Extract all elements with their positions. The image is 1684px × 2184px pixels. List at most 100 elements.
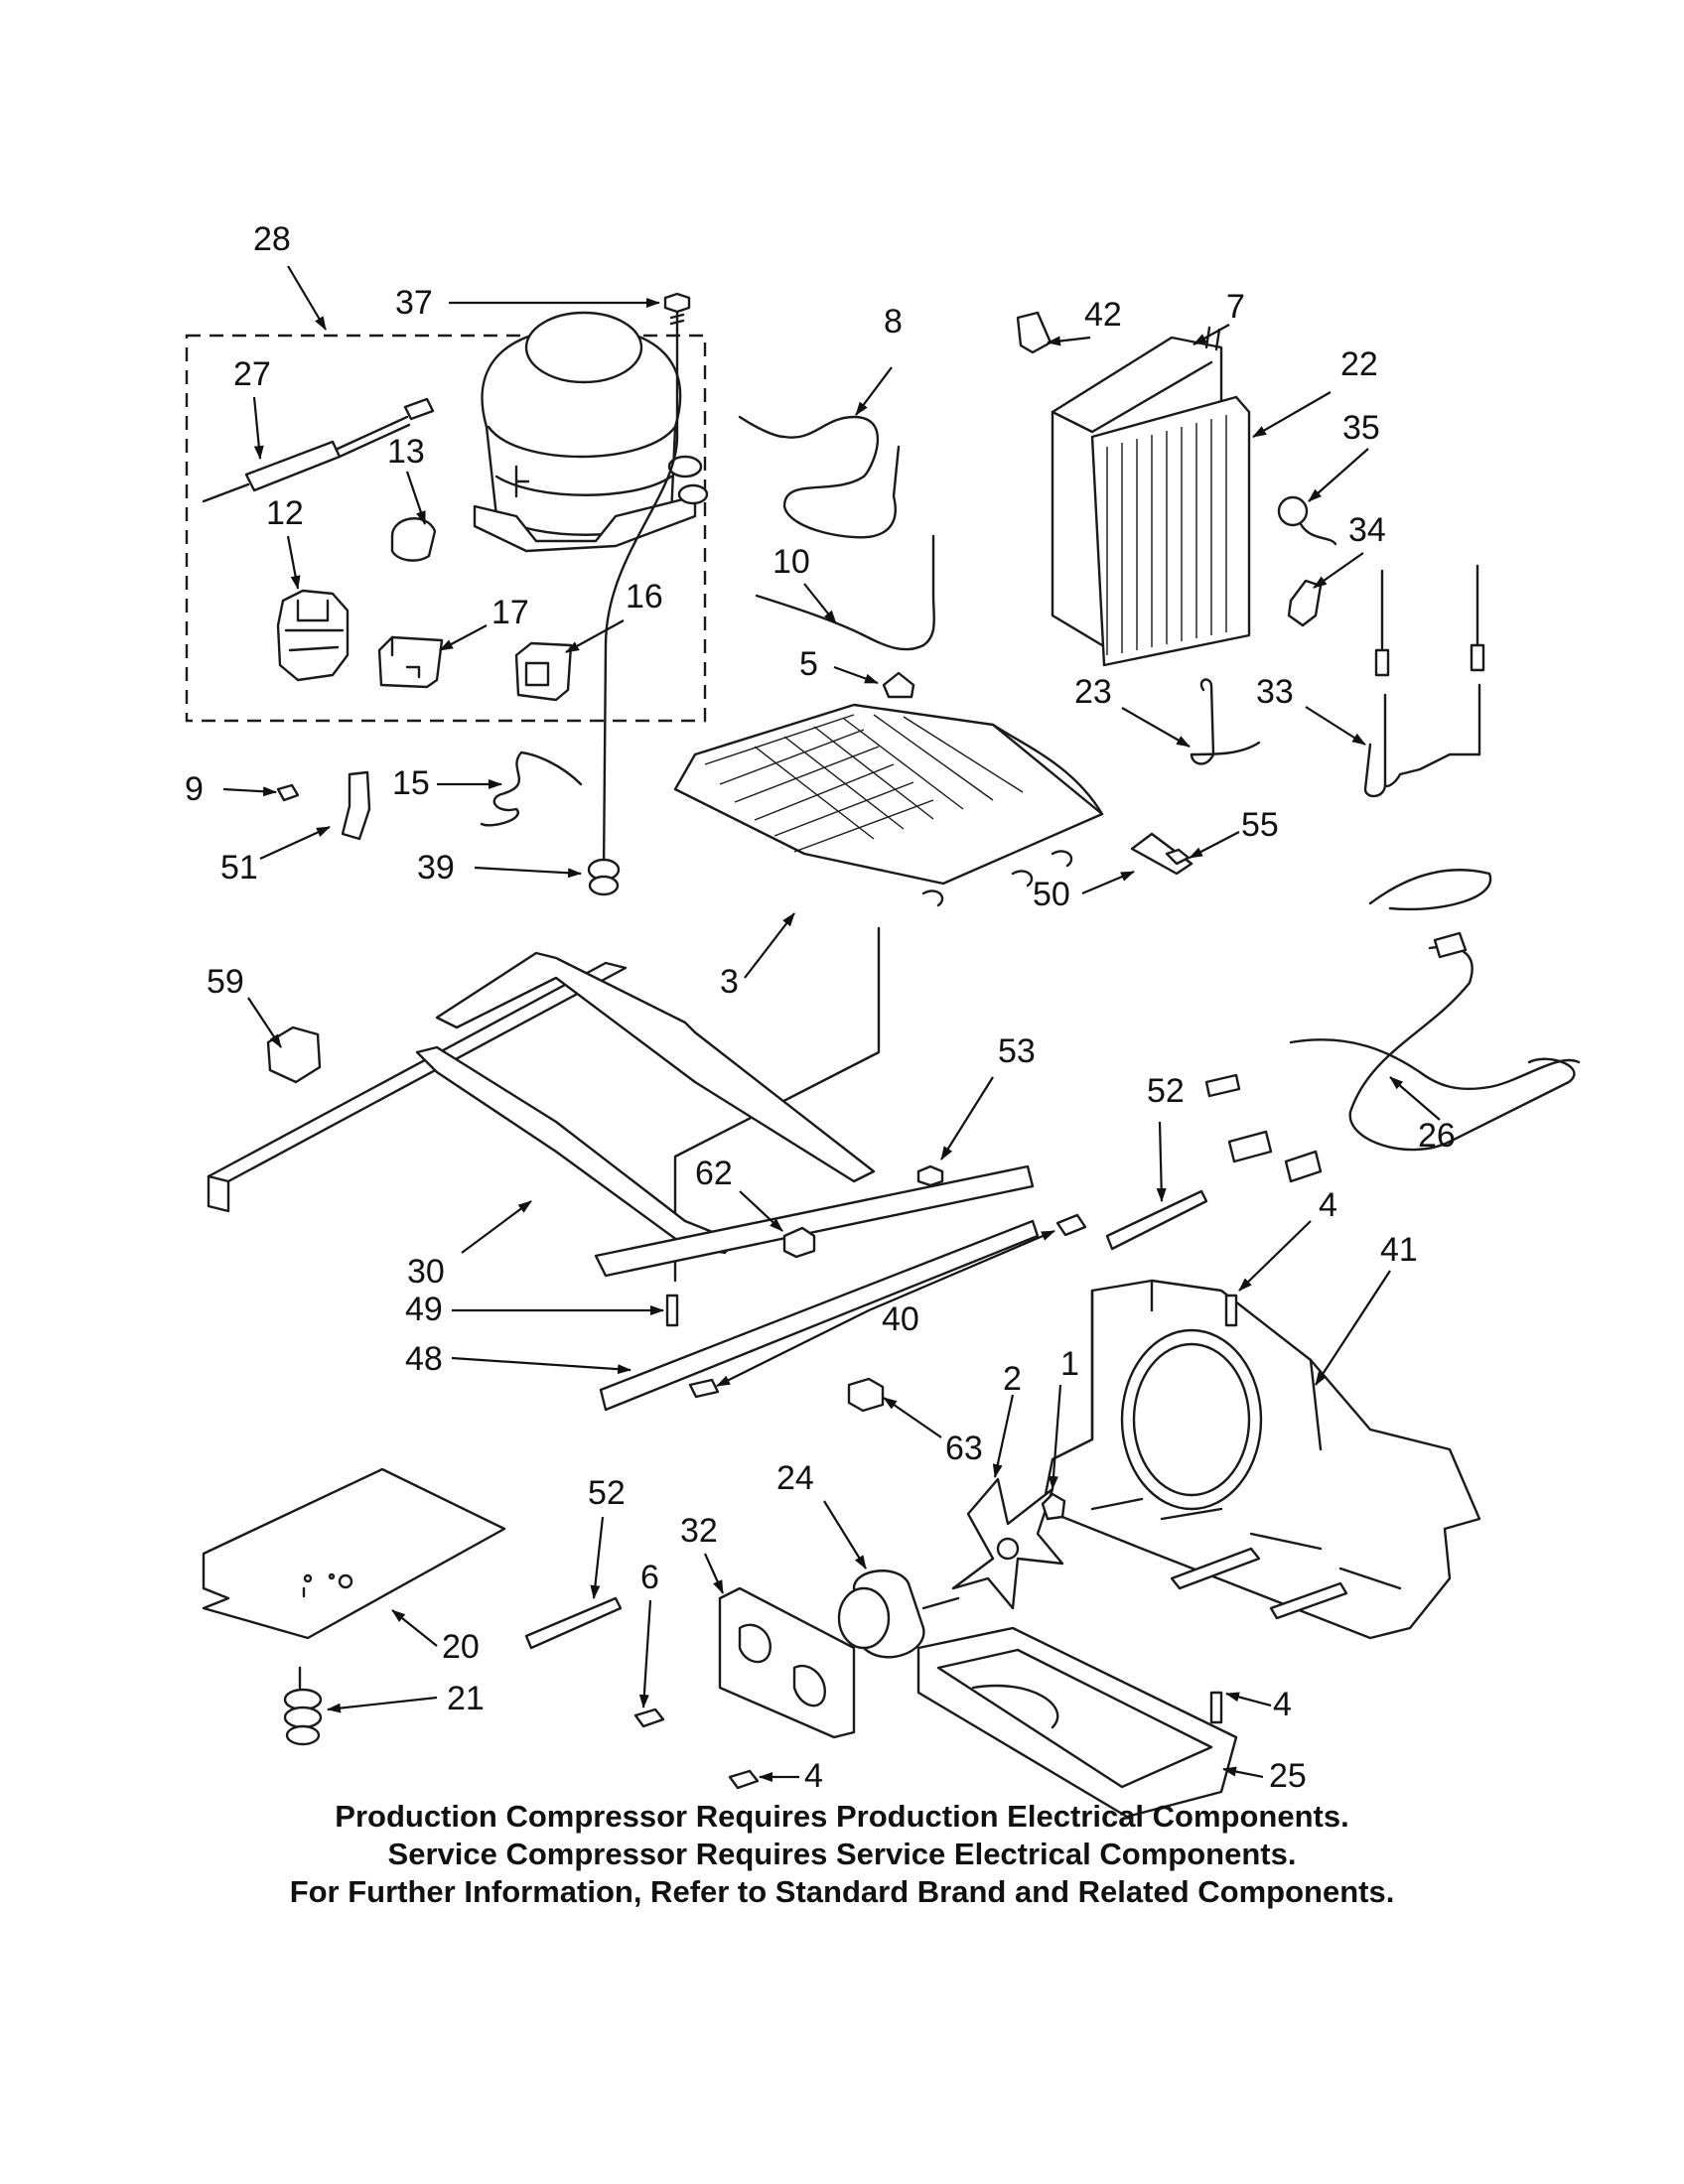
label-21: 21 [447, 1680, 485, 1717]
evaporator-3 [673, 703, 1104, 907]
cover-16 [514, 641, 573, 702]
screw-49 [665, 1294, 679, 1327]
label-7: 7 [1226, 288, 1245, 326]
label-4c: 4 [804, 1757, 823, 1795]
note-line-2: Service Compressor Requires Service Elec… [387, 1837, 1297, 1871]
base-41 [1041, 1279, 1481, 1640]
label-4b: 4 [1273, 1686, 1292, 1723]
clip-13 [390, 517, 437, 562]
label-2: 2 [1003, 1360, 1022, 1398]
label-53: 53 [998, 1032, 1036, 1070]
bracket-1 [1041, 1492, 1066, 1521]
label-6: 6 [640, 1559, 659, 1596]
label-28: 28 [253, 220, 291, 258]
tube-10 [755, 534, 935, 651]
label-26: 26 [1418, 1117, 1456, 1155]
screw-37 [663, 292, 691, 332]
tie-52a [1105, 1189, 1208, 1251]
label-1: 1 [1060, 1345, 1079, 1383]
component-63 [847, 1377, 885, 1413]
overload-17 [377, 635, 444, 689]
component-50-55 [1130, 832, 1193, 876]
tube-51 [341, 770, 371, 841]
component-27 [202, 397, 435, 503]
tie-52b [524, 1596, 623, 1650]
label-15: 15 [392, 764, 430, 802]
guide-line-37 [602, 328, 679, 876]
frame-rails [207, 951, 1040, 1412]
label-59: 59 [207, 963, 244, 1001]
grommet-21 [283, 1666, 323, 1746]
label-25: 25 [1269, 1757, 1307, 1795]
label-20: 20 [442, 1628, 480, 1666]
part-labels: 28 37 27 13 12 17 16 8 10 5 42 7 22 35 3… [185, 220, 1456, 1795]
screw-40a [1055, 1213, 1087, 1237]
component-23 [1190, 678, 1261, 765]
label-12: 12 [266, 494, 304, 532]
label-48: 48 [405, 1340, 443, 1378]
label-63: 63 [945, 1430, 983, 1467]
label-4a: 4 [1319, 1186, 1337, 1224]
note-line-3: For Further Information, Refer to Standa… [289, 1874, 1395, 1909]
label-41: 41 [1380, 1231, 1418, 1269]
label-35: 35 [1342, 409, 1380, 447]
label-13: 13 [387, 433, 425, 471]
component-35 [1277, 495, 1337, 546]
label-40: 40 [882, 1300, 919, 1338]
screw-6 [633, 1707, 665, 1728]
label-9: 9 [185, 770, 204, 808]
screw-4a [1224, 1294, 1238, 1327]
drain-pan-25 [916, 1626, 1238, 1819]
panel-20 [202, 1467, 506, 1640]
label-49: 49 [405, 1291, 443, 1328]
label-52a: 52 [1147, 1072, 1185, 1110]
bracket-32 [718, 1586, 856, 1739]
wire-harness-26 [1204, 869, 1581, 1183]
screw-40b [688, 1378, 720, 1399]
fan-motor-24 [837, 1570, 960, 1659]
wire-15 [480, 751, 583, 827]
label-51: 51 [220, 849, 258, 887]
bracket-5 [882, 671, 915, 699]
label-22: 22 [1340, 345, 1378, 383]
label-23: 23 [1074, 673, 1112, 711]
label-55: 55 [1241, 806, 1279, 844]
grommet-39 [587, 858, 621, 896]
label-33: 33 [1256, 673, 1294, 711]
label-52b: 52 [588, 1474, 626, 1512]
label-16: 16 [626, 578, 663, 615]
label-3: 3 [720, 963, 739, 1001]
label-10: 10 [772, 543, 810, 581]
screw-4c [728, 1769, 760, 1790]
note-line-1: Production Compressor Requires Productio… [335, 1799, 1349, 1834]
label-39: 39 [417, 849, 455, 887]
label-17: 17 [491, 594, 529, 631]
leader-lines [222, 265, 1441, 1782]
compressor [473, 311, 709, 553]
label-5: 5 [799, 645, 818, 683]
drier-33 [1363, 564, 1485, 798]
relay-12 [276, 589, 350, 682]
label-32: 32 [680, 1512, 718, 1550]
label-42: 42 [1084, 296, 1122, 334]
tube-8 [738, 415, 901, 539]
label-27: 27 [233, 355, 271, 393]
label-34: 34 [1348, 511, 1386, 549]
component-34 [1287, 579, 1323, 627]
fan-blade-2 [951, 1477, 1064, 1610]
label-8: 8 [884, 303, 903, 341]
condenser-7-22 [1051, 326, 1251, 667]
screw-4b [1209, 1691, 1223, 1724]
label-62: 62 [695, 1155, 733, 1192]
grommet-9 [276, 783, 300, 802]
label-50: 50 [1033, 876, 1070, 913]
clip-42 [1016, 311, 1052, 354]
screw-53 [916, 1164, 944, 1187]
component-62 [782, 1226, 816, 1259]
label-37: 37 [395, 284, 433, 322]
compressor-kit-box [185, 334, 707, 723]
component-59 [266, 1025, 322, 1084]
label-30: 30 [407, 1253, 445, 1291]
label-24: 24 [776, 1459, 814, 1497]
